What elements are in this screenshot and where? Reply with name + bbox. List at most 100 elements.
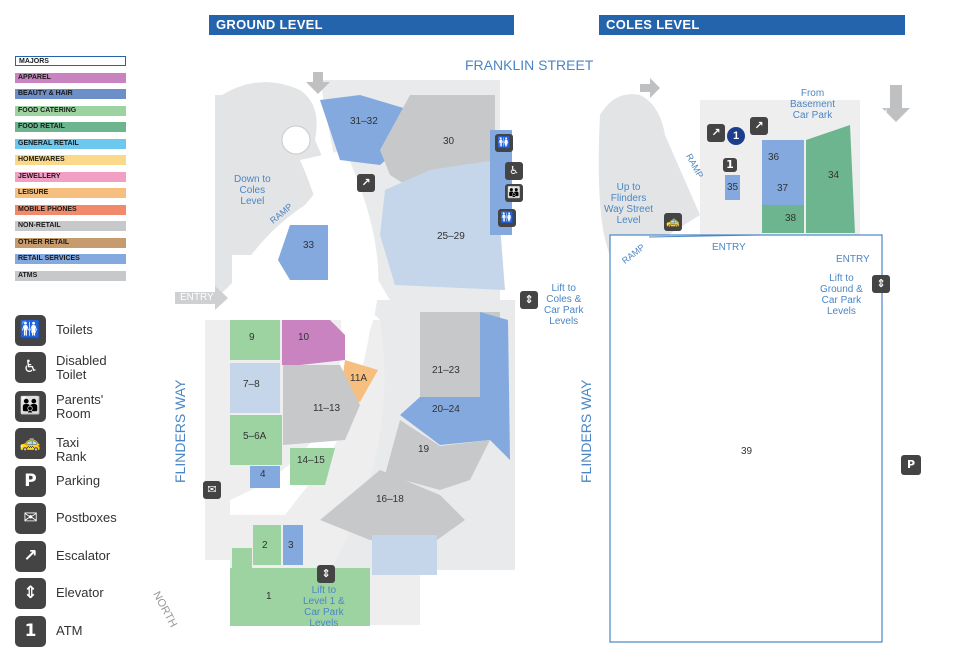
shop-label-36: 36 — [768, 152, 780, 163]
shop-label-37: 37 — [777, 183, 789, 194]
shop-label-34: 34 — [828, 170, 840, 181]
shop-label-2: 2 — [262, 540, 268, 551]
shop-34 — [806, 125, 855, 233]
shop-label-16–18: 16–18 — [376, 494, 404, 505]
ground-level-plan — [175, 72, 515, 626]
shop-label-14–15: 14–15 — [297, 455, 325, 466]
legend-homewares: HOMEWARES — [15, 155, 126, 165]
shop-20-24 — [400, 312, 510, 460]
toilet-block — [490, 130, 512, 235]
atm-icon: 1 — [723, 158, 737, 172]
escalator-icon: ↗ — [707, 124, 725, 142]
shop-1 — [230, 568, 370, 626]
shop-39 — [609, 234, 883, 643]
coles-level-plan — [598, 78, 910, 643]
shop-label-20–24: 20–24 — [432, 404, 460, 415]
legend-label: Parents'Room — [56, 392, 104, 421]
shop-label-10: 10 — [298, 332, 310, 343]
shop-label-21–23: 21–23 — [432, 365, 460, 376]
atm-icon: 1 — [15, 616, 46, 647]
legend-food-catering: FOOD CATERING — [15, 105, 126, 116]
shop-3 — [283, 525, 303, 565]
level-1-badge: 1 — [727, 127, 745, 145]
legend-general-retail: GENERAL RETAIL — [15, 138, 126, 149]
parents-room-icon: 👪 — [505, 184, 523, 202]
elevator-icon: ⇕ — [317, 565, 335, 583]
shop-5-6A — [230, 415, 282, 465]
coles-entry-line — [648, 234, 761, 238]
legend-beauty-hair: BEAUTY & HAIR — [15, 89, 126, 99]
legend-leisure: LEISURE — [15, 188, 126, 198]
legend-apparel: APPAREL — [15, 72, 126, 83]
shop-label-5–6A: 5–6A — [243, 431, 267, 442]
shop-7-8 — [230, 363, 280, 413]
shop-11-13 — [283, 365, 360, 445]
shop-label-30: 30 — [443, 136, 455, 147]
shop-35 — [725, 175, 740, 200]
legend-retail-services: RETAIL SERVICES — [15, 254, 126, 264]
shop-16-18 — [320, 470, 465, 545]
parking-icon: P — [901, 455, 921, 475]
elevator-icon: ⇕ — [520, 291, 538, 309]
legend-mobile-phones: MOBILE PHONES — [15, 204, 126, 215]
postbox-icon: ✉ — [203, 481, 221, 499]
postbox-icon: ✉ — [15, 503, 46, 534]
shop-14-15 — [290, 448, 335, 485]
legend-non-retail: NON-RETAIL — [15, 221, 126, 231]
legend-atms: ATMS — [15, 270, 126, 281]
coles-level-header: COLES LEVEL — [599, 15, 905, 35]
shop-label-19: 19 — [418, 444, 430, 455]
shop-1-annex — [232, 548, 252, 568]
shop-19 — [385, 420, 490, 490]
shop-label-9: 9 — [249, 332, 255, 343]
shop-label-4: 4 — [260, 469, 266, 480]
legend-label: ATM — [56, 623, 83, 638]
legend-other-retail: OTHER RETAIL — [15, 237, 126, 248]
roundabout — [281, 125, 311, 155]
disabled-toilet-icon: ♿ — [505, 162, 523, 180]
shop-9 — [230, 320, 280, 360]
shop-label-25–29: 25–29 — [437, 231, 465, 242]
shop-label-39: 39 — [741, 446, 753, 457]
shop-33 — [278, 225, 328, 280]
coles-entry-label-1: ENTRY — [712, 242, 746, 253]
legend-majors: MAJORS — [15, 56, 126, 66]
shop-37 — [762, 175, 804, 205]
legend-label: Parking — [56, 473, 101, 488]
elevator-icon: ⇕ — [15, 578, 46, 609]
legend-label: Toilets — [56, 322, 93, 337]
escalator-icon: ↗ — [357, 174, 375, 192]
shop-label-1: 1 — [266, 591, 272, 602]
escalator-icon: ↗ — [750, 117, 768, 135]
shop-label-11A: 11A — [350, 373, 368, 384]
legend-label: Elevator — [56, 585, 104, 600]
franklin-street-label: FRANKLIN STREET — [465, 57, 594, 73]
coles-west-arrow — [640, 78, 660, 98]
shop-label-33: 33 — [303, 240, 315, 251]
coles-ramp-area — [598, 94, 700, 255]
shop-label-7–8: 7–8 — [243, 379, 260, 390]
legend-jewellery: JEWELLERY — [15, 171, 126, 182]
flinders-way-right: FLINDERS WAY — [578, 379, 594, 483]
legend-label: Taxi Rank — [56, 435, 87, 464]
taxi-icon: 🚕 — [664, 213, 682, 231]
shop-south-east — [372, 535, 437, 575]
toilets-icon: 🚻 — [15, 315, 46, 346]
ground-level-header: GROUND LEVEL — [209, 15, 514, 35]
shop-10 — [282, 320, 345, 365]
shop-label-31–32: 31–32 — [350, 116, 378, 127]
coles-entry-arrow — [882, 85, 910, 122]
legend-label: Postboxes — [56, 510, 117, 525]
toilets-icon: 🚻 — [495, 134, 513, 152]
shop-36 — [762, 140, 804, 175]
legend-label: Escalator — [56, 548, 111, 563]
shop-label-38: 38 — [785, 213, 797, 224]
